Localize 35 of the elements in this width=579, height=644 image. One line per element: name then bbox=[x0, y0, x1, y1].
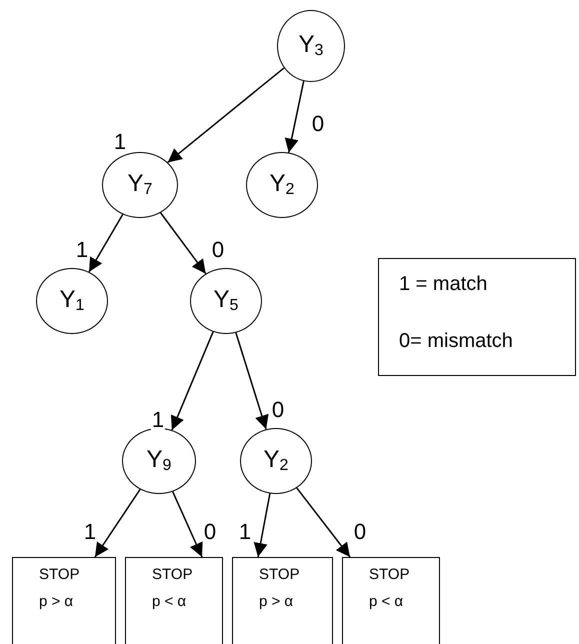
stop-box bbox=[342, 557, 440, 644]
arrow bbox=[296, 488, 351, 558]
condition-label: p < α bbox=[369, 593, 404, 610]
key-text: 1 = match bbox=[399, 273, 488, 296]
stop-label: STOP bbox=[369, 566, 411, 584]
stop-label: STOP bbox=[152, 566, 194, 584]
arrow bbox=[235, 332, 269, 430]
variable-label: Y$_{9}$ bbox=[146, 448, 172, 474]
key-text: 0= mismatch bbox=[399, 330, 514, 353]
arrow bbox=[170, 332, 214, 430]
variable-label: Y$_{2}$ bbox=[264, 448, 288, 474]
variable-label: Y$_{1}$ bbox=[60, 288, 84, 314]
arrow bbox=[254, 493, 271, 558]
arrow bbox=[160, 212, 206, 274]
variable-label: Y$_{5}$ bbox=[214, 288, 238, 314]
arrow bbox=[88, 214, 124, 272]
variable-label: Y$_{3}$ bbox=[298, 33, 324, 59]
variable-label: Y$_{2}$ bbox=[270, 172, 294, 198]
edge-label: 1 bbox=[82, 521, 98, 543]
arrow bbox=[284, 81, 304, 153]
variable-label: Y$_{7}$ bbox=[128, 172, 152, 198]
stop-box bbox=[232, 557, 333, 644]
stop-label: STOP bbox=[39, 566, 81, 584]
condition-label: p < α bbox=[152, 593, 188, 610]
stop-box bbox=[12, 557, 116, 644]
variable-node bbox=[102, 152, 178, 218]
condition-label: p > α bbox=[39, 593, 74, 610]
edge-label: 1 bbox=[150, 409, 166, 431]
stop-label: STOP bbox=[259, 566, 301, 584]
key-box bbox=[378, 258, 576, 376]
arrow bbox=[167, 67, 284, 164]
arrow bbox=[94, 488, 141, 558]
arrow bbox=[172, 491, 203, 558]
condition-label: p > α bbox=[259, 593, 294, 610]
stop-box bbox=[125, 557, 223, 644]
